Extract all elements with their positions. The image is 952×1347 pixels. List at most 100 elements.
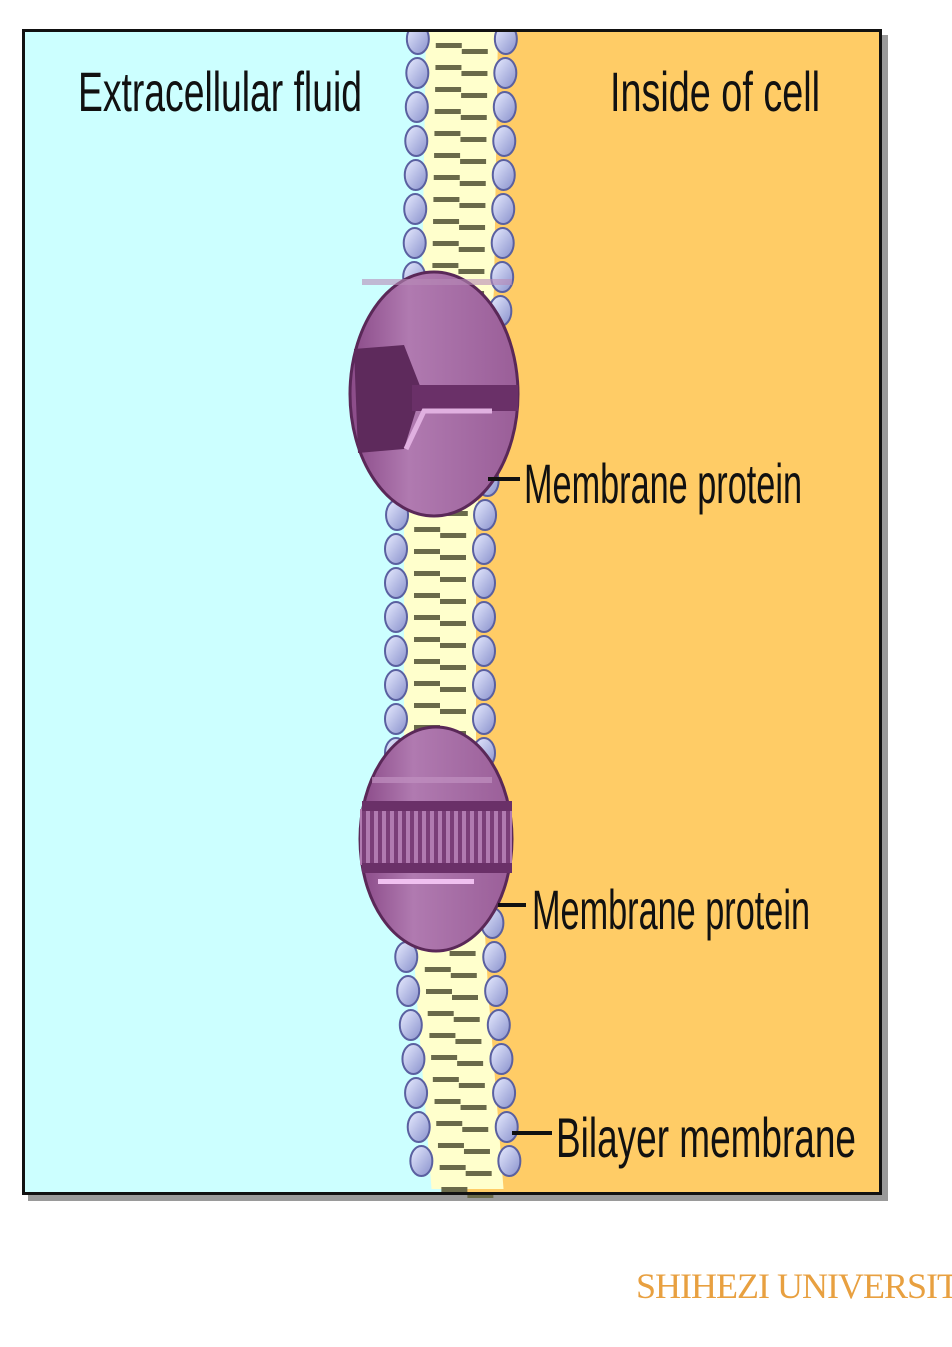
label-membrane-protein-top: Membrane protein [524,452,802,515]
lipid-tail [414,549,440,554]
lipid-tail [465,1171,492,1176]
lipid-tail [440,643,466,648]
lipid-head [405,29,430,55]
lipid-head [486,1009,511,1041]
lipid-tail [437,1143,464,1148]
lipid-tail [455,1039,482,1044]
lipid-head [402,227,427,259]
lipid-tail [440,577,466,582]
lipid-tail [450,973,477,978]
lipid-head [384,669,408,701]
lipid-tail [441,1187,468,1192]
inside-cell-region [462,29,882,1195]
lipid-tail [433,219,460,224]
membrane-protein-bottom [358,725,514,953]
lipid-tail [424,967,451,972]
lipid-head [492,125,517,157]
lipid-tail [414,615,440,620]
lipid-tail [463,1149,490,1154]
lipid-tail [440,621,466,626]
lipid-tail [460,1105,487,1110]
lipid-head [403,159,428,191]
lipid-tail [434,153,461,158]
lipid-head [472,567,496,599]
frame-border [22,29,882,1195]
lipid-tail [460,159,487,164]
membrane-protein-top [348,270,520,518]
lipid-head [384,567,408,599]
lipid-head [409,1145,434,1177]
lipid-tail [458,269,485,274]
lipid-head [398,1009,423,1041]
lipid-tail [435,87,462,92]
lipid-tail [432,1077,459,1082]
lipid-head [396,975,421,1007]
lipid-tail [435,65,462,70]
lipid-tail [461,71,488,76]
lipid-head [401,1043,426,1075]
lipid-tail [440,709,466,714]
lipid-tail [440,599,466,604]
lipid-head [490,227,515,259]
lipid-head [384,703,408,735]
lipid-head [404,91,429,123]
lipid-head [404,125,429,157]
lipid-tail [434,1099,461,1104]
lipid-head [493,57,518,89]
lipid-tail [457,1061,484,1066]
lipid-tail [458,247,485,252]
lipid-head [490,261,515,293]
lipid-tail [459,225,486,230]
lipid-tail [439,1165,466,1170]
lipid-head [384,533,408,565]
lipid-tail [440,533,467,538]
lipid-tail [462,1127,489,1132]
lipid-head [492,91,517,123]
lipid-tail [449,951,476,956]
lipid-tail [414,527,441,532]
membrane-diagram-svg: Extracellular fluid Inside of cell Membr… [22,29,888,1201]
lipid-tail [435,43,462,48]
lipid-head [404,1077,429,1109]
label-membrane-protein-bottom: Membrane protein [532,878,810,941]
lipid-tail [440,555,466,560]
lipid-tail [426,989,452,994]
lipid-head [472,703,496,735]
lipid-head [384,601,408,633]
lipid-tail [433,175,460,180]
lipid-head [472,533,496,565]
label-bilayer-membrane: Bilayer membrane [556,1106,856,1169]
membrane-diagram: Extracellular fluid Inside of cell Membr… [22,29,888,1201]
lipid-head [403,193,428,225]
lipid-tail [434,131,461,136]
lipid-tail [458,1083,485,1088]
lipid-head [406,1111,431,1143]
label-inside-of-cell: Inside of cell [610,60,820,123]
lipid-tail [414,681,440,686]
lipid-tail [460,115,487,120]
lipid-head [472,669,496,701]
lipid-tail [459,181,486,186]
lipid-head [492,1077,517,1109]
lipid-tail [414,703,440,708]
lipid-head [494,1111,519,1143]
lipid-head [384,635,408,667]
lipid-tail [414,659,440,664]
lipid-tail [434,109,461,114]
lipid-tail [459,203,486,208]
lipid-tail [453,1017,480,1022]
lipid-head [491,159,516,191]
lipid-tail [432,241,459,246]
lipid-tail [431,1055,458,1060]
lipid-tail [433,197,460,202]
lipid-tail [452,995,478,1000]
lipid-tail [467,1193,494,1198]
lipid-head [484,975,509,1007]
lipid-tail [461,93,488,98]
footer-university-name: SHIHEZI UNIVERSITY [636,1266,952,1306]
lipid-head [497,1145,522,1177]
lipid-tail [460,137,487,142]
lipid-tail [432,263,459,268]
lipid-head [473,499,498,531]
lipid-head [493,29,518,55]
